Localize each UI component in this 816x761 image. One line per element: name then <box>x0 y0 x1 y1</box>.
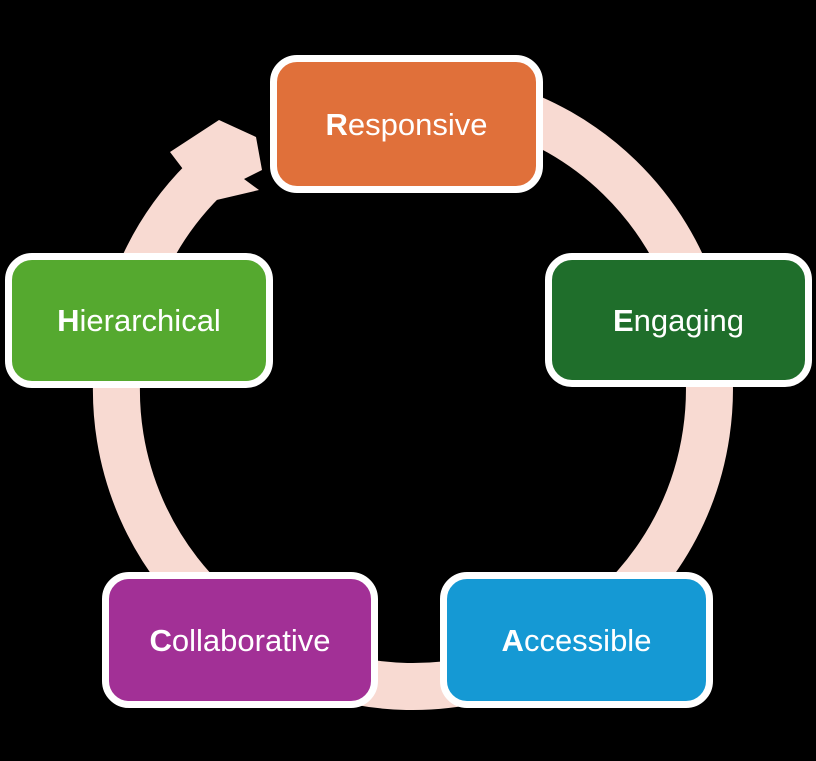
node-engaging-rest: ngaging <box>633 302 745 338</box>
node-collaborative: Collaborative <box>102 572 378 708</box>
node-accessible-label: Accessible <box>502 625 652 656</box>
node-collaborative-rest: ollaborative <box>171 622 331 658</box>
node-accessible: Accessible <box>440 572 713 708</box>
node-engaging-label: Engaging <box>613 305 744 336</box>
node-accessible-rest: ccessible <box>523 622 652 658</box>
node-hierarchical-initial: H <box>57 303 80 338</box>
cycle-arrow-head <box>170 120 262 202</box>
node-engaging-initial: E <box>612 302 634 338</box>
node-responsive-label: Responsive <box>326 109 488 140</box>
node-hierarchical-label: Hierarchical <box>57 305 221 336</box>
node-hierarchical-rest: ierarchical <box>79 303 221 338</box>
node-accessible-initial: A <box>501 622 524 658</box>
node-hierarchical: Hierarchical <box>5 253 273 388</box>
node-responsive: Responsive <box>270 55 543 193</box>
node-engaging: Engaging <box>545 253 812 387</box>
node-collaborative-initial: C <box>149 622 172 658</box>
node-responsive-initial: R <box>325 106 348 142</box>
node-responsive-rest: esponsive <box>347 106 488 142</box>
node-collaborative-label: Collaborative <box>150 625 331 656</box>
